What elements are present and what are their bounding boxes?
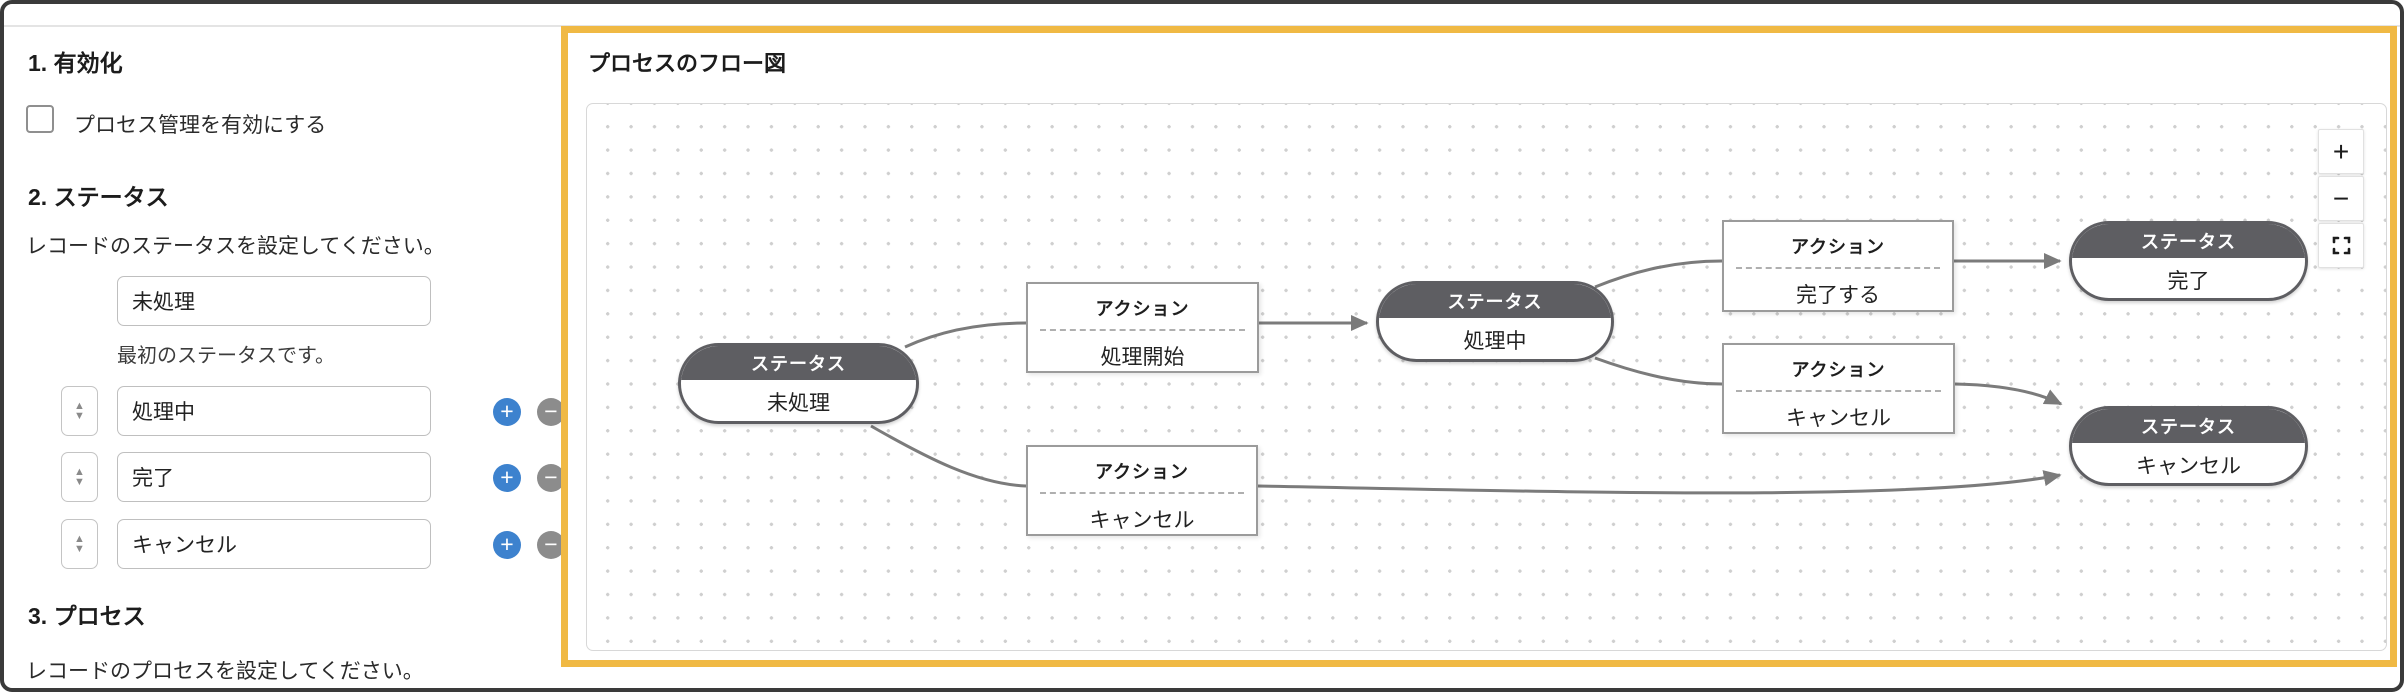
zoom-controls: + − <box>2318 129 2364 268</box>
reorder-spinner[interactable]: ▲ ▼ <box>61 386 98 436</box>
zoom-in-button[interactable]: + <box>2318 129 2364 174</box>
status-description: レコードのステータスを設定してください。 <box>26 235 445 258</box>
edge-cancel-action2-to-cancel <box>1257 470 2062 495</box>
process-description: レコードのプロセスを設定してください。 <box>26 660 424 683</box>
status-node-unprocessed[interactable]: ステータス 未処理 <box>678 343 919 424</box>
status-input[interactable] <box>117 386 431 436</box>
status-node-cancel[interactable]: ステータス キャンセル <box>2069 406 2308 486</box>
flow-edges <box>870 252 2063 495</box>
action-node-complete[interactable]: アクション 完了する <box>1722 220 1954 312</box>
edge-processing-to-cancel-action <box>1594 356 1723 386</box>
action-divider <box>1736 267 1940 269</box>
action-node-start[interactable]: アクション 処理開始 <box>1026 282 1259 373</box>
status-heading: 2. ステータス <box>28 184 169 210</box>
first-status-input[interactable] <box>117 276 431 326</box>
reorder-spinner[interactable]: ▲ ▼ <box>61 452 98 502</box>
reorder-spinner[interactable]: ▲ ▼ <box>61 519 98 569</box>
flow-diagram-title: プロセスのフロー図 <box>588 51 787 76</box>
enable-process-label: プロセス管理を有効にする <box>74 114 327 137</box>
add-status-button[interactable]: + <box>493 464 521 492</box>
action-divider <box>1736 390 1941 392</box>
process-heading: 3. プロセス <box>28 603 146 629</box>
spinner-up-icon: ▲ <box>74 400 85 412</box>
zoom-out-button[interactable]: − <box>2318 176 2364 221</box>
edge-processing-to-complete-action <box>1594 259 1723 289</box>
add-status-button[interactable]: + <box>493 531 521 559</box>
status-node-label: ステータス <box>1379 284 1611 321</box>
add-status-button[interactable]: + <box>493 398 521 426</box>
status-input[interactable] <box>117 452 431 502</box>
status-node-value: 未処理 <box>767 392 830 415</box>
action-divider <box>1040 492 1244 494</box>
spinner-down-icon: ▼ <box>74 410 85 422</box>
status-node-processing[interactable]: ステータス 処理中 <box>1376 281 1614 362</box>
remove-status-button[interactable]: − <box>537 398 565 426</box>
status-node-value: 完了 <box>2167 269 2210 293</box>
edge-unprocessed-to-cancel-action <box>870 424 1027 488</box>
status-node-label: ステータス <box>2072 409 2305 446</box>
status-node-label: ステータス <box>2072 224 2305 261</box>
status-node-label: ステータス <box>681 346 916 383</box>
status-input[interactable] <box>117 519 431 569</box>
action-node-value: キャンセル <box>1089 509 1195 532</box>
first-status-note: 最初のステータスです。 <box>117 345 335 367</box>
spinner-down-icon: ▼ <box>74 543 85 555</box>
status-node-value: 処理中 <box>1463 330 1527 353</box>
edge-cancel-action-to-cancel <box>1954 382 2063 406</box>
action-node-label: アクション <box>1094 462 1190 482</box>
action-divider <box>1040 329 1245 331</box>
spinner-up-icon: ▲ <box>74 466 85 478</box>
action-node-value: 処理開始 <box>1100 346 1185 369</box>
action-node-label: アクション <box>1095 299 1190 319</box>
fit-screen-button[interactable] <box>2318 223 2364 268</box>
flow-diagram-canvas[interactable]: ステータス 未処理 ステータス 処理中 ステータス 完了 ステータス キャンセル… <box>586 103 2387 651</box>
edge-unprocessed-to-start-action <box>904 321 1027 349</box>
action-node-cancel-from-unprocessed[interactable]: アクション キャンセル <box>1026 445 1258 536</box>
status-node-complete[interactable]: ステータス 完了 <box>2069 221 2308 301</box>
spinner-down-icon: ▼ <box>74 476 85 488</box>
fullscreen-icon <box>2332 236 2350 255</box>
process-flow-panel: プロセスのフロー図 ステータス 未処理 <box>561 26 2397 667</box>
spinner-up-icon: ▲ <box>74 533 85 545</box>
remove-status-button[interactable]: − <box>537 531 565 559</box>
remove-status-button[interactable]: − <box>537 464 565 492</box>
action-node-value: キャンセル <box>1786 407 1891 430</box>
enable-process-checkbox[interactable] <box>26 105 54 133</box>
action-node-cancel-from-processing[interactable]: アクション キャンセル <box>1722 343 1955 434</box>
action-node-label: アクション <box>1791 360 1886 380</box>
action-node-label: アクション <box>1790 237 1886 257</box>
action-node-value: 完了する <box>1796 284 1880 307</box>
status-node-value: キャンセル <box>2136 454 2241 478</box>
activation-heading: 1. 有効化 <box>28 50 123 76</box>
